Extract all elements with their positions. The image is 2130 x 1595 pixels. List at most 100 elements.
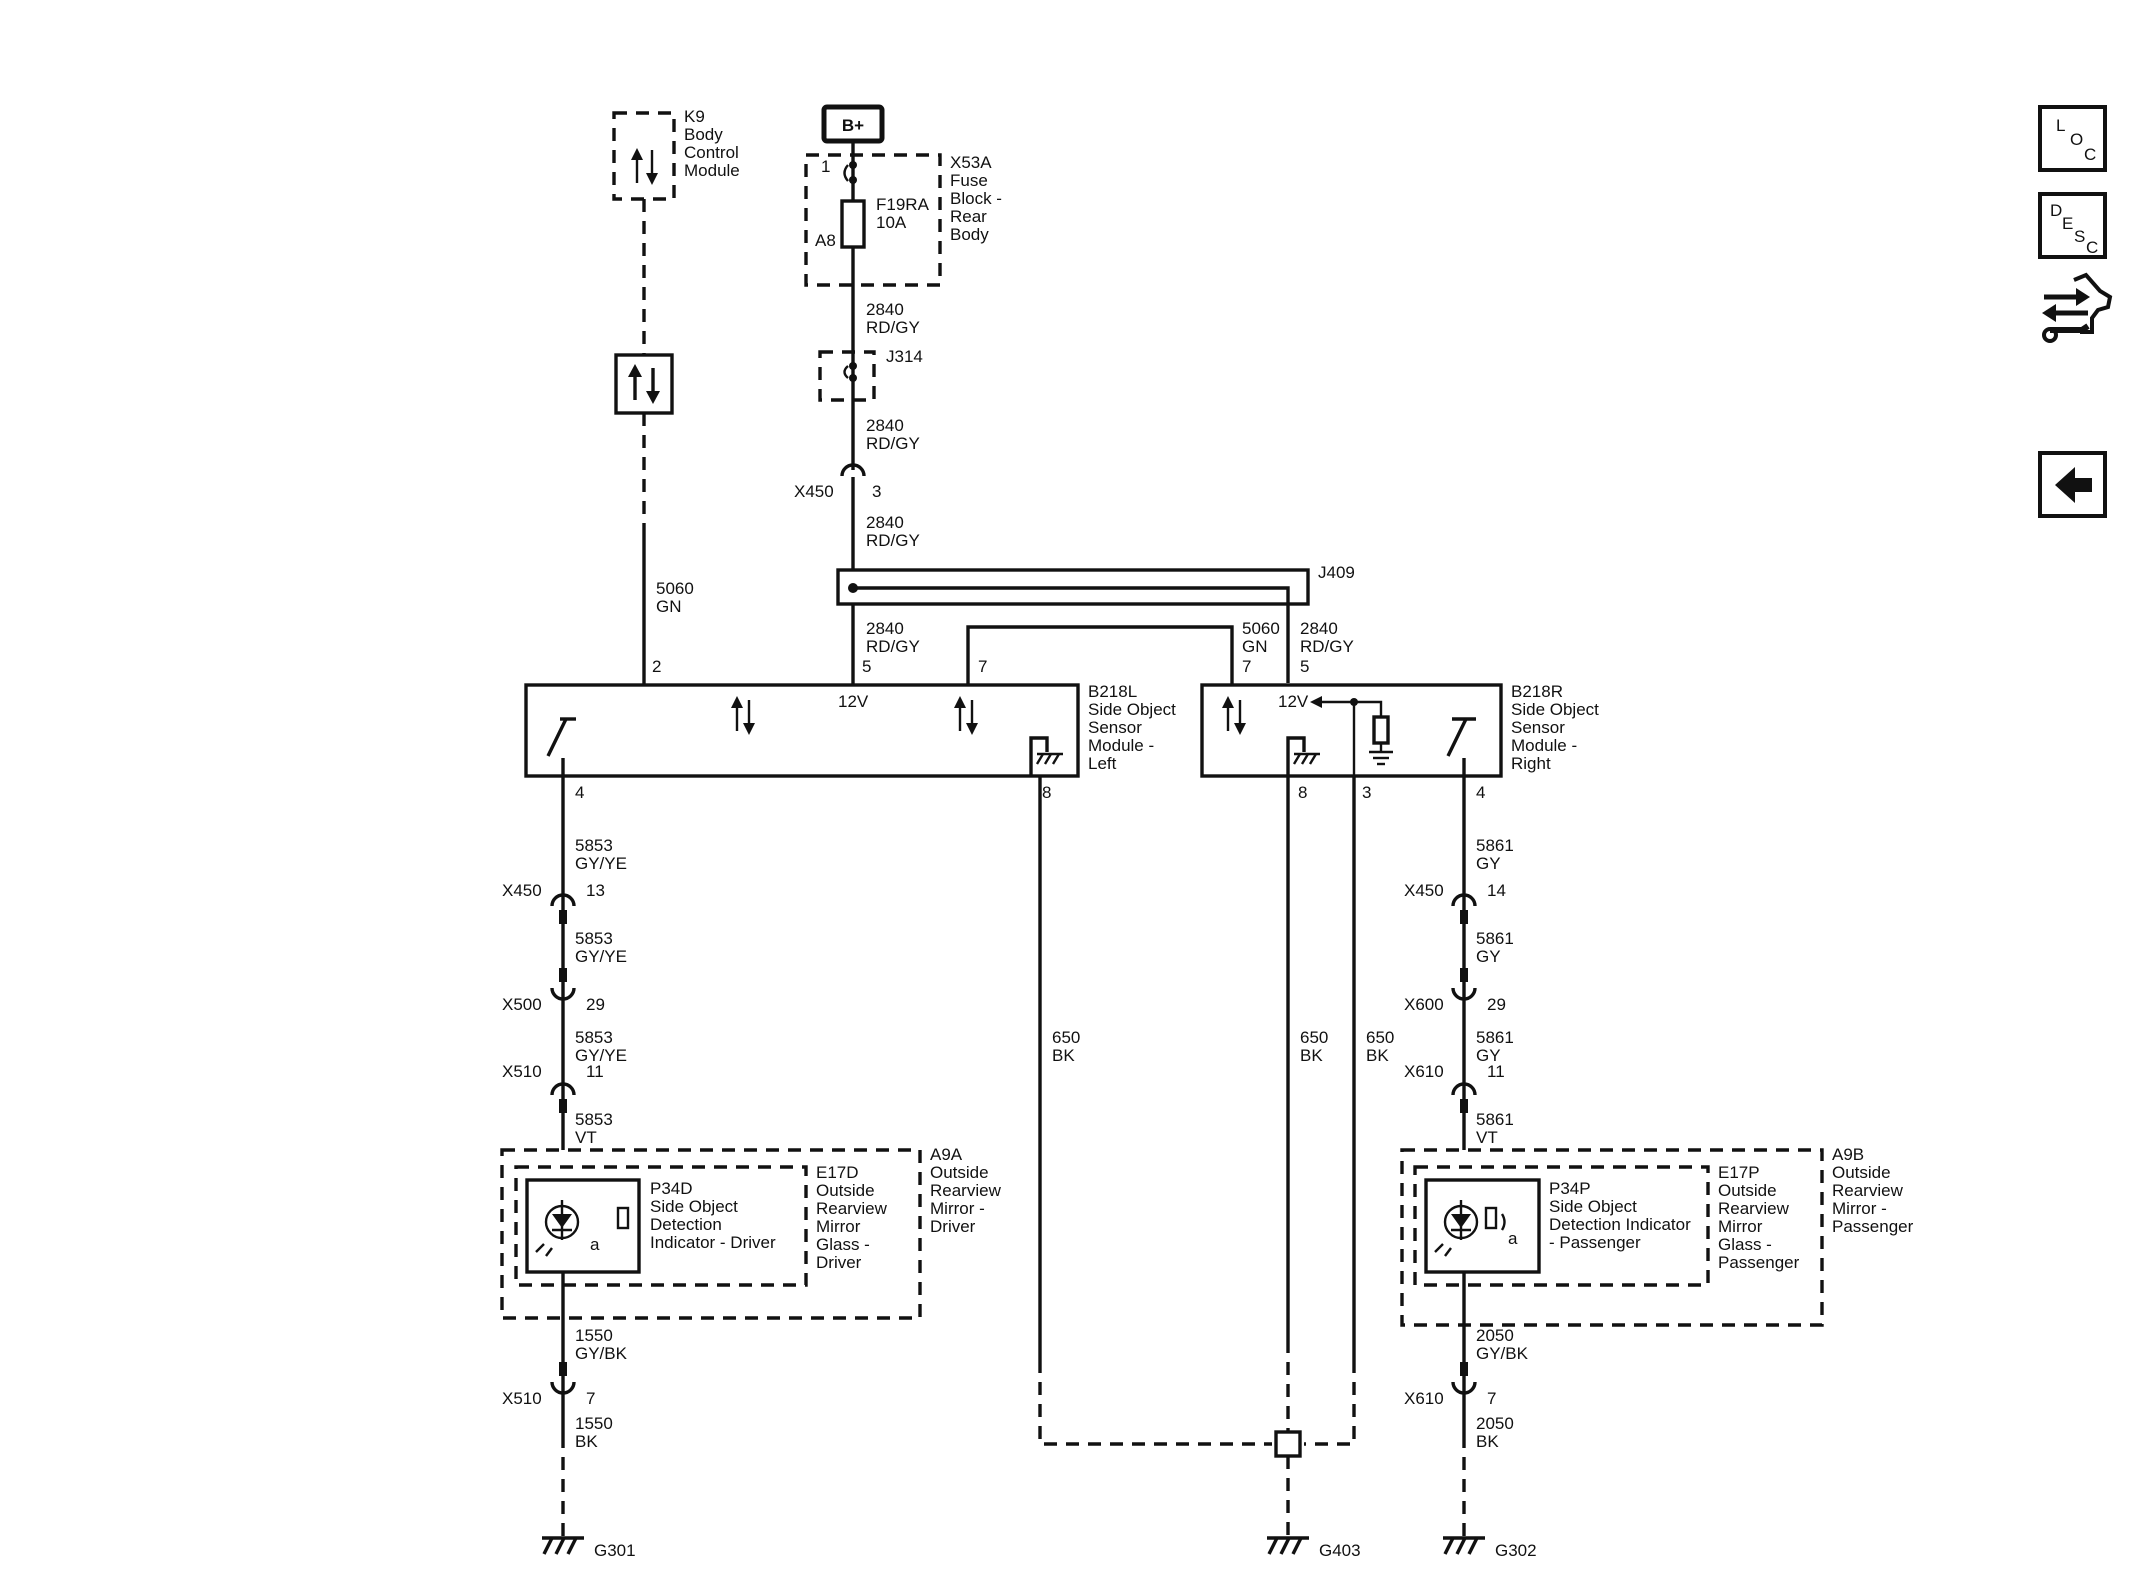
a9a-line-4: Driver bbox=[930, 1217, 976, 1236]
connector-x510-bottom-pin: 7 bbox=[586, 1389, 595, 1408]
wire-5060-color-2: GN bbox=[1242, 637, 1268, 656]
desc-letter-e: E bbox=[2062, 214, 2073, 233]
wire-5853vt-color: VT bbox=[575, 1128, 597, 1147]
e17d-line-5: Driver bbox=[816, 1253, 862, 1272]
wire-2840-color-2: RD/GY bbox=[866, 434, 920, 453]
b218l-pin-8: 8 bbox=[1042, 783, 1051, 802]
connector-x610-right-pin: 11 bbox=[1487, 1062, 1505, 1081]
splice-j314-label: J314 bbox=[886, 347, 923, 366]
fuse-pin-top: 1 bbox=[821, 157, 830, 176]
connector-x510-bottom: X510 7 bbox=[502, 1362, 595, 1408]
p34p-line-1: Side Object bbox=[1549, 1197, 1637, 1216]
connector-x450-right: X450 14 bbox=[1404, 881, 1506, 924]
connector-x500-pin: 29 bbox=[586, 995, 605, 1014]
wire-5861-color-2: GY bbox=[1476, 947, 1501, 966]
fuse-block-line-4: Body bbox=[950, 225, 989, 244]
back-arrow-icon bbox=[2055, 467, 2092, 503]
e17p-line-5: Passenger bbox=[1718, 1253, 1800, 1272]
mirror-assembly-a9b: a P34P Side Object Detection Indicator -… bbox=[1400, 1145, 1914, 1327]
wire-2050-num-2: 2050 bbox=[1476, 1414, 1514, 1433]
wire-2840-num-1: 2840 bbox=[866, 300, 904, 319]
connector-x450-right-pin: 14 bbox=[1487, 881, 1506, 900]
b218l-id: B218L bbox=[1088, 682, 1137, 701]
connector-x510-bottom-id: X510 bbox=[502, 1389, 542, 1408]
e17p-line-1: Outside bbox=[1718, 1181, 1777, 1200]
ground-g301-label: G301 bbox=[594, 1541, 636, 1560]
e17d-line-4: Glass - bbox=[816, 1235, 870, 1254]
e17d-line-1: Outside bbox=[816, 1181, 875, 1200]
wire-5853-color-1: GY/YE bbox=[575, 854, 627, 873]
desc-letter-d: D bbox=[2050, 201, 2062, 220]
b218r-line-1: Side Object bbox=[1511, 700, 1599, 719]
b218l-pin-2: 2 bbox=[652, 657, 661, 676]
desc-letter-c: C bbox=[2086, 238, 2098, 257]
wire-650-color-2: BK bbox=[1300, 1046, 1323, 1065]
wire-5861-color-1: GY bbox=[1476, 854, 1501, 873]
wire-2840-num-3: 2840 bbox=[866, 513, 904, 532]
connector-x600: X600 29 bbox=[1404, 968, 1506, 1014]
connector-end-view-icon[interactable] bbox=[2042, 272, 2113, 343]
wire-5060-num-2: 5060 bbox=[1242, 619, 1280, 638]
location-button[interactable]: L O C bbox=[2038, 105, 2107, 172]
ground-splice-block bbox=[1274, 1430, 1302, 1458]
e17d-line-2: Rearview bbox=[816, 1199, 888, 1218]
wire-5861vt-color: VT bbox=[1476, 1128, 1498, 1147]
a9a-line-3: Mirror - bbox=[930, 1199, 985, 1218]
wire-1550-color-1: GY/BK bbox=[575, 1344, 628, 1363]
loc-letter-l: L bbox=[2056, 116, 2065, 135]
e17p-id: E17P bbox=[1718, 1163, 1760, 1182]
e17p-line-2: Rearview bbox=[1718, 1199, 1790, 1218]
wire-5861vt-num: 5861 bbox=[1476, 1110, 1514, 1129]
battery-label: B+ bbox=[842, 116, 864, 135]
connector-x610-right-id: X610 bbox=[1404, 1062, 1444, 1081]
b218r-line-3: Module - bbox=[1511, 736, 1577, 755]
description-button[interactable]: D E S C bbox=[2038, 192, 2107, 259]
connector-x510-left-pin: 11 bbox=[586, 1062, 604, 1081]
wire-650-num-3: 650 bbox=[1366, 1028, 1394, 1047]
e17p-line-4: Glass - bbox=[1718, 1235, 1772, 1254]
b218l-pin-5: 5 bbox=[862, 657, 871, 676]
b218l-line-2: Sensor bbox=[1088, 718, 1142, 737]
a9a-line-2: Rearview bbox=[930, 1181, 1002, 1200]
connector-x600-pin: 29 bbox=[1487, 995, 1506, 1014]
e17p-line-3: Mirror bbox=[1718, 1217, 1763, 1236]
a9b-id: A9B bbox=[1832, 1145, 1864, 1164]
a9a-id: A9A bbox=[930, 1145, 963, 1164]
fuse-block-line-1: Fuse bbox=[950, 171, 988, 190]
desc-letter-s: S bbox=[2074, 227, 2085, 246]
back-button[interactable] bbox=[2038, 451, 2107, 518]
wire-650-num-1: 650 bbox=[1052, 1028, 1080, 1047]
wire-2840-color-4: RD/GY bbox=[866, 637, 920, 656]
a9b-indicator-glyph: a bbox=[1508, 1229, 1518, 1248]
b218r-pin-7: 7 bbox=[1242, 657, 1251, 676]
connector-x500-id: X500 bbox=[502, 995, 542, 1014]
a9b-line-1: Outside bbox=[1832, 1163, 1891, 1182]
wire-5060-color-1: GN bbox=[656, 597, 682, 616]
wire-650-color-1: BK bbox=[1052, 1046, 1075, 1065]
side-object-sensor-module-right: 7 5 12V B218R Side Object Sensor Module … bbox=[1200, 657, 1599, 802]
connector-x450-left: X450 13 bbox=[502, 881, 605, 924]
e17d-id: E17D bbox=[816, 1163, 859, 1182]
b218r-line-2: Sensor bbox=[1511, 718, 1565, 737]
splice-j409: J409 bbox=[836, 563, 1355, 685]
k9-line-3: Module bbox=[684, 161, 740, 180]
a9b-line-4: Passenger bbox=[1832, 1217, 1914, 1236]
fuse-rating: 10A bbox=[876, 213, 907, 232]
connector-x610-bottom-id: X610 bbox=[1404, 1389, 1444, 1408]
loc-letter-c: C bbox=[2084, 145, 2096, 164]
body-control-module-k9: K9 Body Control Module bbox=[612, 107, 740, 201]
wire-2840-num-4: 2840 bbox=[866, 619, 904, 638]
k9-line-2: Control bbox=[684, 143, 739, 162]
b218r-pin-4: 4 bbox=[1476, 783, 1485, 802]
wire-5853-color-3: GY/YE bbox=[575, 1046, 627, 1065]
wire-1550-color-2: BK bbox=[575, 1432, 598, 1451]
connector-x450-top-pin: 3 bbox=[872, 482, 881, 501]
fuse-f19ra: F19RA 10A bbox=[840, 195, 930, 249]
wire-1550-num-1: 1550 bbox=[575, 1326, 613, 1345]
p34d-line-1: Side Object bbox=[650, 1197, 738, 1216]
wire-5853-num-2: 5853 bbox=[575, 929, 613, 948]
b218l-line-1: Side Object bbox=[1088, 700, 1176, 719]
k9-line-1: Body bbox=[684, 125, 723, 144]
wire-2050-color-2: BK bbox=[1476, 1432, 1499, 1451]
